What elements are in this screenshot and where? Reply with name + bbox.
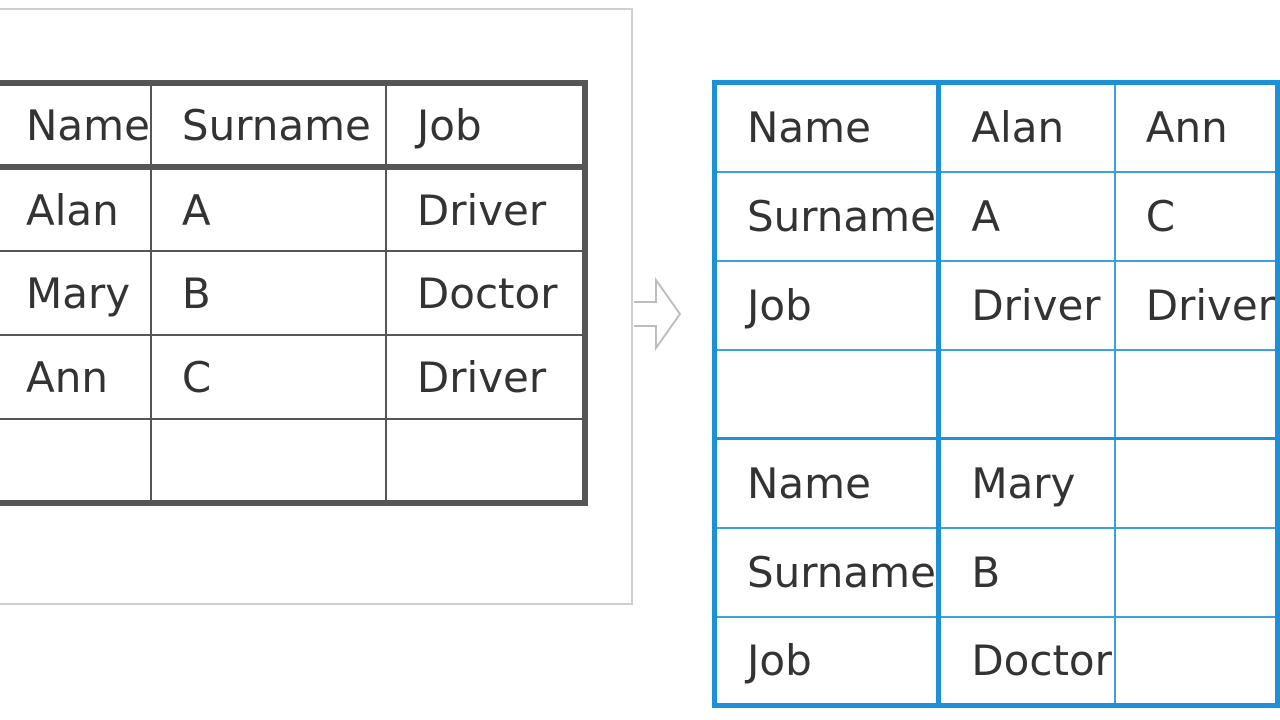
- result-label-cell: Surname: [713, 170, 942, 262]
- source-cell: Mary: [0, 250, 152, 336]
- result-label-cell: [713, 348, 942, 440]
- result-row: Name Mary: [713, 437, 1279, 529]
- result-spacer-row: [713, 348, 1279, 440]
- result-cell: [1113, 348, 1279, 440]
- source-row: Mary B Doctor: [0, 250, 586, 336]
- result-cell: [1113, 437, 1279, 529]
- right-arrow-icon: [634, 276, 682, 352]
- source-header-cell: Surname: [149, 82, 387, 170]
- source-row: [0, 418, 586, 504]
- result-label-cell: Name: [713, 437, 942, 529]
- result-label-cell: Surname: [713, 526, 942, 618]
- result-cell: Driver: [1113, 259, 1279, 351]
- result-cell: [1113, 615, 1279, 707]
- result-row: Job Driver Driver: [713, 259, 1279, 351]
- result-cell: Mary: [937, 437, 1116, 529]
- source-cell: Driver: [384, 166, 586, 252]
- result-row: Job Doctor: [713, 615, 1279, 707]
- result-cell: Ann: [1113, 81, 1279, 173]
- result-cell: [937, 348, 1116, 440]
- source-header-row: Name Surname Job: [0, 82, 586, 170]
- result-row: Name Alan Ann: [713, 81, 1279, 173]
- result-label-cell: Job: [713, 615, 942, 707]
- result-label-cell: Job: [713, 259, 942, 351]
- source-cell: A: [149, 166, 387, 252]
- source-cell: [0, 418, 152, 504]
- result-cell: Driver: [937, 259, 1116, 351]
- source-row: Alan A Driver: [0, 166, 586, 252]
- result-cell: A: [937, 170, 1116, 262]
- source-cell: Ann: [0, 334, 152, 420]
- source-cell: B: [149, 250, 387, 336]
- source-cell: Alan: [0, 166, 152, 252]
- source-header-cell: Name: [0, 82, 152, 170]
- result-cell: B: [937, 526, 1116, 618]
- source-cell: Doctor: [384, 250, 586, 336]
- source-cell: Driver: [384, 334, 586, 420]
- source-cell: [384, 418, 586, 504]
- source-row: Ann C Driver: [0, 334, 586, 420]
- result-table: Name Alan Ann Surname A C Job Driver Dri…: [712, 80, 1280, 708]
- result-cell: Alan: [937, 81, 1116, 173]
- result-row: Surname B: [713, 526, 1279, 618]
- source-cell: [149, 418, 387, 504]
- source-header-cell: Job: [384, 82, 586, 170]
- source-table: Name Surname Job Alan A Driver Mary B Do…: [0, 80, 588, 506]
- result-label-cell: Name: [713, 81, 942, 173]
- result-cell: Doctor: [937, 615, 1116, 707]
- result-cell: [1113, 526, 1279, 618]
- source-cell: C: [149, 334, 387, 420]
- result-row: Surname A C: [713, 170, 1279, 262]
- result-cell: C: [1113, 170, 1279, 262]
